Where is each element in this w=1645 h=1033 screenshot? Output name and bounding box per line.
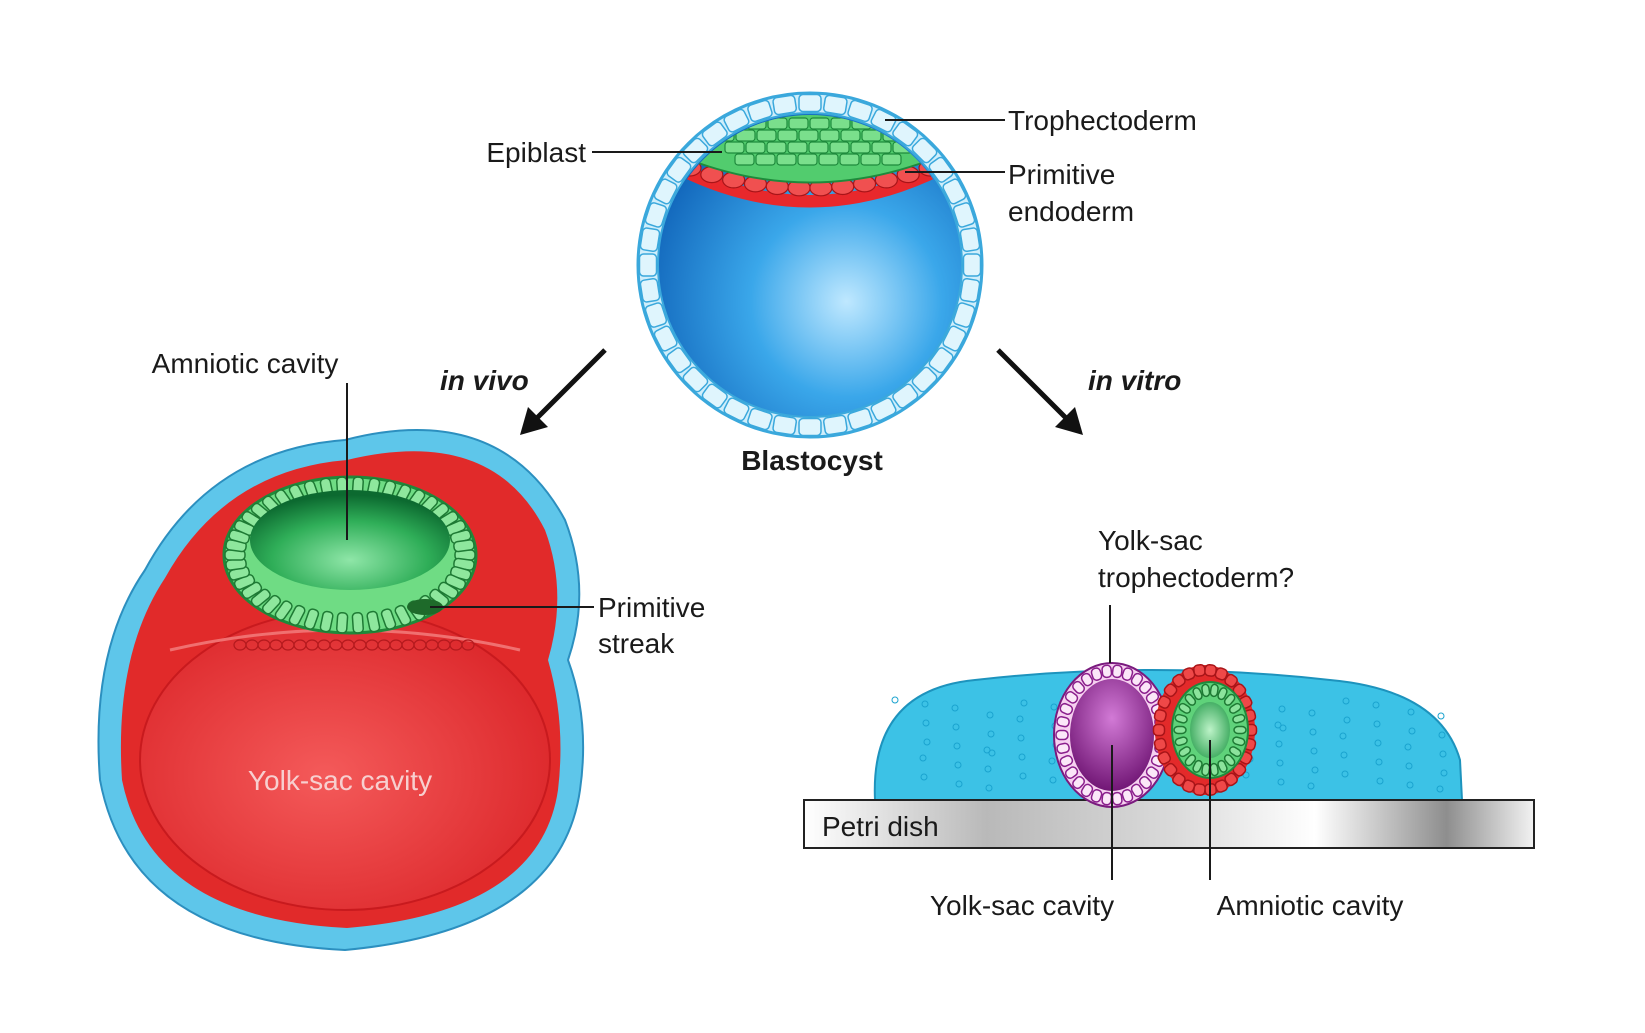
epiblast-cell xyxy=(777,154,796,165)
epiblast-cell xyxy=(841,130,860,141)
amnion-ring-cell xyxy=(1174,727,1186,734)
yolk-sac-cell xyxy=(1056,743,1070,754)
epiblast-label: Epiblast xyxy=(486,137,586,168)
yolk-sac-cell xyxy=(1112,792,1122,805)
yolk-sac-cell xyxy=(1056,716,1070,727)
trophectoderm-cell xyxy=(640,227,660,251)
trophectoderm-cell xyxy=(960,227,980,251)
yolk-sac-troph-label-line2: trophectoderm? xyxy=(1098,562,1294,593)
epiblast-cell xyxy=(788,142,807,153)
amnion-ring-cell xyxy=(1201,763,1210,776)
primitive-streak-label-line2: streak xyxy=(598,628,675,659)
in-vivo-arrow xyxy=(520,350,605,435)
epiblast-cell xyxy=(725,142,744,153)
trophectoderm-cell xyxy=(823,415,847,435)
primitive-endoderm-label-line1: Primitive xyxy=(1008,159,1115,190)
amniotic-cavity-label: Amniotic cavity xyxy=(152,348,339,379)
colony-speckle xyxy=(892,697,898,703)
amnion-ring-cell xyxy=(1234,727,1246,734)
trophectoderm-cell xyxy=(964,254,981,276)
petri-dish-label: Petri dish xyxy=(822,811,939,842)
trophectoderm-cell xyxy=(640,278,660,302)
trophectoderm-cell xyxy=(960,278,980,302)
trophectoderm-cell xyxy=(823,95,847,115)
yolk-sac-cell xyxy=(1112,665,1122,678)
yolk-sac-cell xyxy=(1102,792,1112,805)
yolk-sac-troph-label-line1: Yolk-sac xyxy=(1098,525,1203,556)
in-vivo-embryo: Amniotic cavity Primitive streak Yolk-sa… xyxy=(98,348,705,950)
in-vitro-yolk-sac-label: Yolk-sac cavity xyxy=(930,890,1114,921)
epiblast-cell xyxy=(789,118,808,129)
epiblast-cell xyxy=(840,154,859,165)
trophectoderm-cell xyxy=(640,254,657,276)
yolk-sac-cavity-label: Yolk-sac cavity xyxy=(248,765,432,796)
epiblast-cell xyxy=(756,154,775,165)
trophectoderm-label: Trophectoderm xyxy=(1008,105,1197,136)
in-vitro-arrow xyxy=(998,350,1083,435)
epiblast-cell xyxy=(810,118,829,129)
blastocyst-caption: Blastocyst xyxy=(741,445,883,476)
amnion-cell xyxy=(352,613,363,634)
yolk-sac-cell xyxy=(1056,731,1068,740)
amnion-cell xyxy=(453,539,474,552)
epiblast-cell xyxy=(862,130,881,141)
in-vitro-amniotic-label: Amniotic cavity xyxy=(1217,890,1404,921)
trophectoderm-cell xyxy=(799,419,821,436)
primitive-endoderm-label-line2: endoderm xyxy=(1008,196,1134,227)
amnion-cell xyxy=(336,613,347,634)
colony-speckle xyxy=(1438,713,1444,719)
primitive-streak-label-line1: Primitive xyxy=(598,592,705,623)
epiblast-cell xyxy=(830,142,849,153)
in-vitro-label: in vitro xyxy=(1088,365,1181,396)
endoderm-ring-cell xyxy=(1154,738,1167,751)
amniotic-cavity xyxy=(250,490,450,590)
yolk-sac-cell xyxy=(1102,665,1112,678)
trophectoderm-cell xyxy=(772,415,796,435)
amnion-ring-cell xyxy=(1201,684,1210,697)
trophectoderm-cell xyxy=(772,95,796,115)
epiblast-cell xyxy=(882,154,901,165)
epiblast-cell xyxy=(820,130,839,141)
epiblast-cell xyxy=(851,142,870,153)
epiblast-cell xyxy=(799,130,818,141)
epiblast-cell xyxy=(798,154,817,165)
epiblast-cell xyxy=(746,142,765,153)
amnion-ring-cell xyxy=(1210,684,1219,697)
epiblast-cell xyxy=(819,154,838,165)
trophectoderm-cell xyxy=(799,95,821,112)
in-vivo-label: in vivo xyxy=(440,365,529,396)
endoderm-ring-cell xyxy=(1154,709,1167,722)
in-vitro-culture: Petri dish Yolk-sac trophectoderm? Yolk-… xyxy=(804,525,1534,921)
endoderm-ring-cell xyxy=(1193,664,1205,676)
epiblast-cell xyxy=(757,130,776,141)
yolk-sac-cavity xyxy=(140,610,550,910)
amnion-ring-cell xyxy=(1210,763,1219,776)
epiblast-cell xyxy=(767,142,786,153)
epiblast-cell xyxy=(872,142,891,153)
epiblast-cell xyxy=(809,142,828,153)
endoderm-ring-cell xyxy=(1154,725,1165,736)
blastocyst: Blastocyst Epiblast Trophectoderm Primit… xyxy=(486,93,1196,476)
epiblast-cell xyxy=(735,154,754,165)
epiblast-cell xyxy=(861,154,880,165)
epiblast-cell xyxy=(778,130,797,141)
